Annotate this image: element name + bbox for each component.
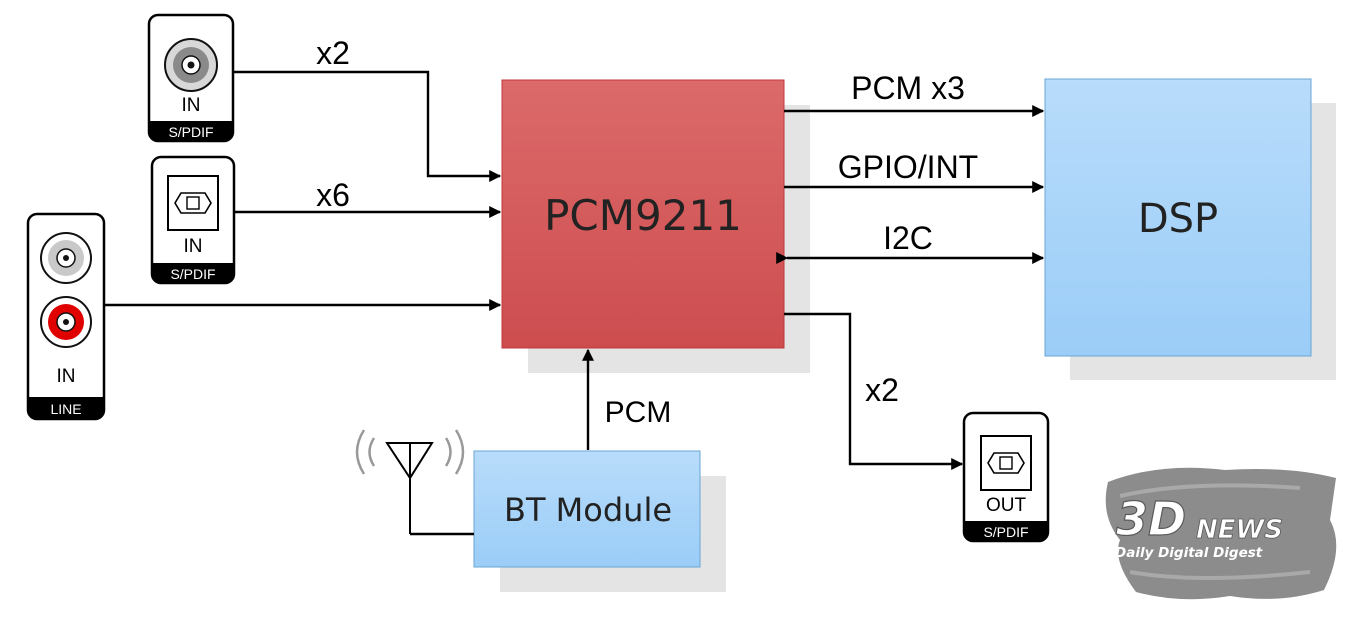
antenna-icon <box>355 429 465 534</box>
brush-background <box>1105 467 1337 600</box>
bt-module-block: BT Module <box>473 450 726 592</box>
bt-module-box <box>473 450 701 568</box>
3dnews-watermark-logo: 3D NEWS Daily Digital Digest <box>1105 467 1337 600</box>
radio-wave-right-icon <box>444 437 452 467</box>
pcm9211-box <box>501 79 785 349</box>
gpio-int-label: GPIO/INT <box>838 149 978 185</box>
connections <box>104 70 1045 536</box>
watermark-tagline: Daily Digital Digest <box>1115 545 1263 561</box>
news-logo-mark: NEWS <box>1196 515 1283 545</box>
pcm-x3-label: PCM x3 <box>851 70 965 106</box>
i2c-label: I2C <box>883 220 933 256</box>
dsp-box <box>1044 78 1312 357</box>
connector-io-label: IN <box>57 366 76 387</box>
radio-wave-left-icon <box>368 437 376 467</box>
pcm-to-spdif-out-wire <box>784 312 964 470</box>
connector-label-bar <box>28 397 104 419</box>
coax-spdif-in-connector: IN S/PDIF <box>147 13 235 143</box>
connector-type-label: S/PDIF <box>168 124 213 140</box>
connector-io-label: OUT <box>986 495 1027 516</box>
optical-count-label: x6 <box>316 177 350 213</box>
dsp-label: DSP <box>1138 196 1218 242</box>
line-in-connector: IN LINE <box>26 212 106 421</box>
coax-count-label: x2 <box>316 35 350 71</box>
connector-io-label: IN <box>182 95 201 116</box>
connector-type-label: S/PDIF <box>983 524 1028 540</box>
bt-pcm-label: PCM <box>605 396 672 429</box>
dsp-block: DSP <box>1044 78 1336 380</box>
optical-spdif-in-connector: IN S/PDIF <box>150 155 236 285</box>
optical-spdif-out-connector: OUT S/PDIF <box>962 411 1050 543</box>
connector-type-label: S/PDIF <box>170 266 215 282</box>
connector-label-bar <box>149 121 233 141</box>
pcm9211-block: PCM9211 <box>501 79 810 373</box>
bt-module-label: BT Module <box>504 491 672 529</box>
connector-label-bar <box>152 263 234 283</box>
coax-to-pcm-wire <box>234 70 502 182</box>
spdif-out-count-label: x2 <box>865 372 899 408</box>
connector-type-label: LINE <box>50 401 81 417</box>
connector-io-label: IN <box>184 236 203 257</box>
3d-logo-mark: 3D <box>1116 492 1186 546</box>
connector-label-bar <box>964 521 1048 541</box>
pcm9211-label: PCM9211 <box>544 191 742 240</box>
